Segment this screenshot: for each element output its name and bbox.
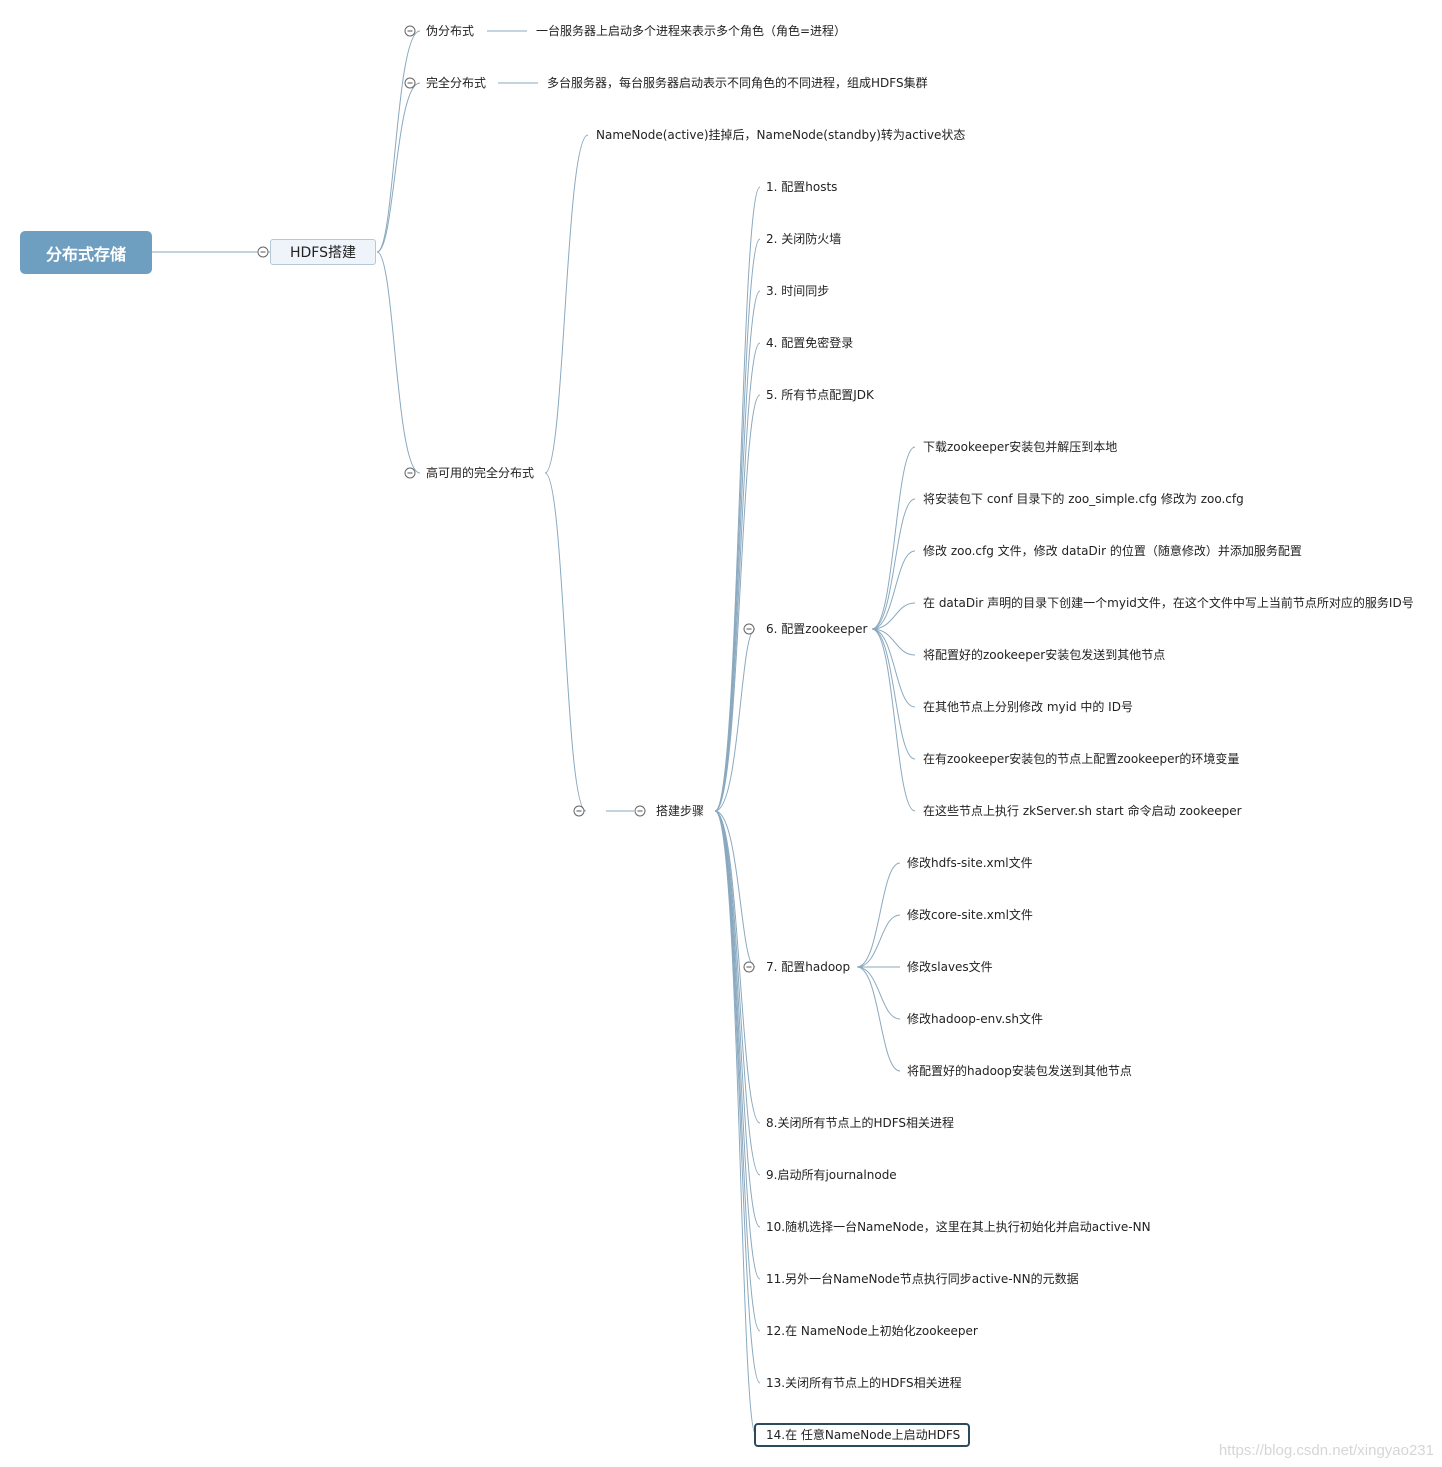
collapse-hadoop-icon[interactable] [743, 961, 755, 973]
step-9[interactable]: 9.启动所有journalnode [766, 1168, 897, 1182]
link-ha-steps [544, 472, 587, 812]
selected-node-frame[interactable] [754, 1423, 970, 1447]
root-node[interactable]: 分布式存储 [20, 231, 152, 274]
zk-step-7[interactable]: 在有zookeeper安装包的节点上配置zookeeper的环境变量 [923, 752, 1240, 766]
collapse-zookeeper-icon[interactable] [743, 623, 755, 635]
step-1[interactable]: 1. 配置hosts [766, 180, 838, 194]
zk-step-1[interactable]: 下载zookeeper安装包并解压到本地 [923, 440, 1118, 454]
link-hdfs-full [376, 82, 421, 253]
step-3[interactable]: 3. 时间同步 [766, 284, 830, 298]
node-full[interactable]: 完全分布式 [426, 76, 487, 90]
hadoop-step-5[interactable]: 将配置好的hadoop安装包发送到其他节点 [907, 1064, 1132, 1078]
node-full-desc[interactable]: 多台服务器，每台服务器启动表示不同角色的不同进程，组成HDFS集群 [547, 76, 928, 90]
hadoop-step-2[interactable]: 修改core-site.xml文件 [907, 908, 1033, 922]
hadoop-step-1[interactable]: 修改hdfs-site.xml文件 [907, 856, 1033, 870]
step-7[interactable]: 7. 配置hadoop [766, 960, 851, 974]
root-label: 分布式存储 [45, 244, 126, 264]
hadoop-step-4[interactable]: 修改hadoop-env.sh文件 [907, 1012, 1044, 1026]
hadoop-step-3[interactable]: 修改slaves文件 [907, 960, 993, 974]
collapse-steps-icon[interactable] [634, 805, 646, 817]
step-14[interactable]: 14.在 任意NameNode上启动HDFS [766, 1428, 961, 1442]
step-5[interactable]: 5. 所有节点配置JDK [766, 388, 874, 402]
zk-step-8[interactable]: 在这些节点上执行 zkServer.sh start 命令启动 zookeepe… [923, 804, 1242, 818]
collapse-root-icon[interactable] [257, 246, 269, 258]
link-hdfs-ha [376, 251, 421, 474]
node-pseudo-desc[interactable]: 一台服务器上启动多个进程来表示多个角色（角色=进程） [536, 24, 847, 38]
zk-step-4[interactable]: 在 dataDir 声明的目录下创建一个myid文件，在这个文件中写上当前节点所… [923, 596, 1414, 610]
node-pseudo[interactable]: 伪分布式 [426, 24, 475, 38]
node-failover[interactable]: NameNode(active)挂掉后，NameNode(standby)转为a… [596, 128, 966, 142]
link-hdfs-pseudo [376, 30, 421, 253]
step-12[interactable]: 12.在 NameNode上初始化zookeeper [766, 1324, 978, 1338]
zk-step-3[interactable]: 修改 zoo.cfg 文件，修改 dataDir 的位置（随意修改）并添加服务配… [923, 544, 1302, 558]
step-11[interactable]: 11.另外一台NameNode节点执行同步active-NN的元数据 [766, 1272, 1079, 1286]
hdfs-label: HDFS搭建 [289, 245, 356, 261]
zk-step-5[interactable]: 将配置好的zookeeper安装包发送到其他节点 [923, 648, 1166, 662]
step-10[interactable]: 10.随机选择一台NameNode，这里在其上执行初始化并启动active-NN [766, 1220, 1151, 1234]
step-2[interactable]: 2. 关闭防火墙 [766, 232, 842, 246]
collapse-ha-icon[interactable] [404, 467, 416, 479]
link-ha-failover [544, 134, 589, 474]
collapse-full-icon[interactable] [404, 77, 416, 89]
step-8[interactable]: 8.关闭所有节点上的HDFS相关进程 [766, 1116, 955, 1130]
step-4[interactable]: 4. 配置免密登录 [766, 336, 854, 350]
watermark: https://blog.csdn.net/xingyao231 [1218, 1442, 1434, 1459]
collapse-pseudo-icon[interactable] [404, 25, 416, 37]
hdfs-node[interactable]: HDFS搭建 [270, 239, 376, 265]
node-ha[interactable]: 高可用的完全分布式 [426, 466, 535, 480]
node-steps[interactable]: 搭建步骤 [656, 804, 705, 818]
zk-step-2[interactable]: 将安装包下 conf 目录下的 zoo_simple.cfg 修改为 zoo.c… [923, 492, 1244, 506]
step-13[interactable]: 13.关闭所有节点上的HDFS相关进程 [766, 1376, 962, 1390]
zk-step-6[interactable]: 在其他节点上分别修改 myid 中的 ID号 [923, 700, 1133, 714]
collapse-ha-steps-icon[interactable] [573, 805, 585, 817]
step-6[interactable]: 6. 配置zookeeper [766, 622, 868, 636]
